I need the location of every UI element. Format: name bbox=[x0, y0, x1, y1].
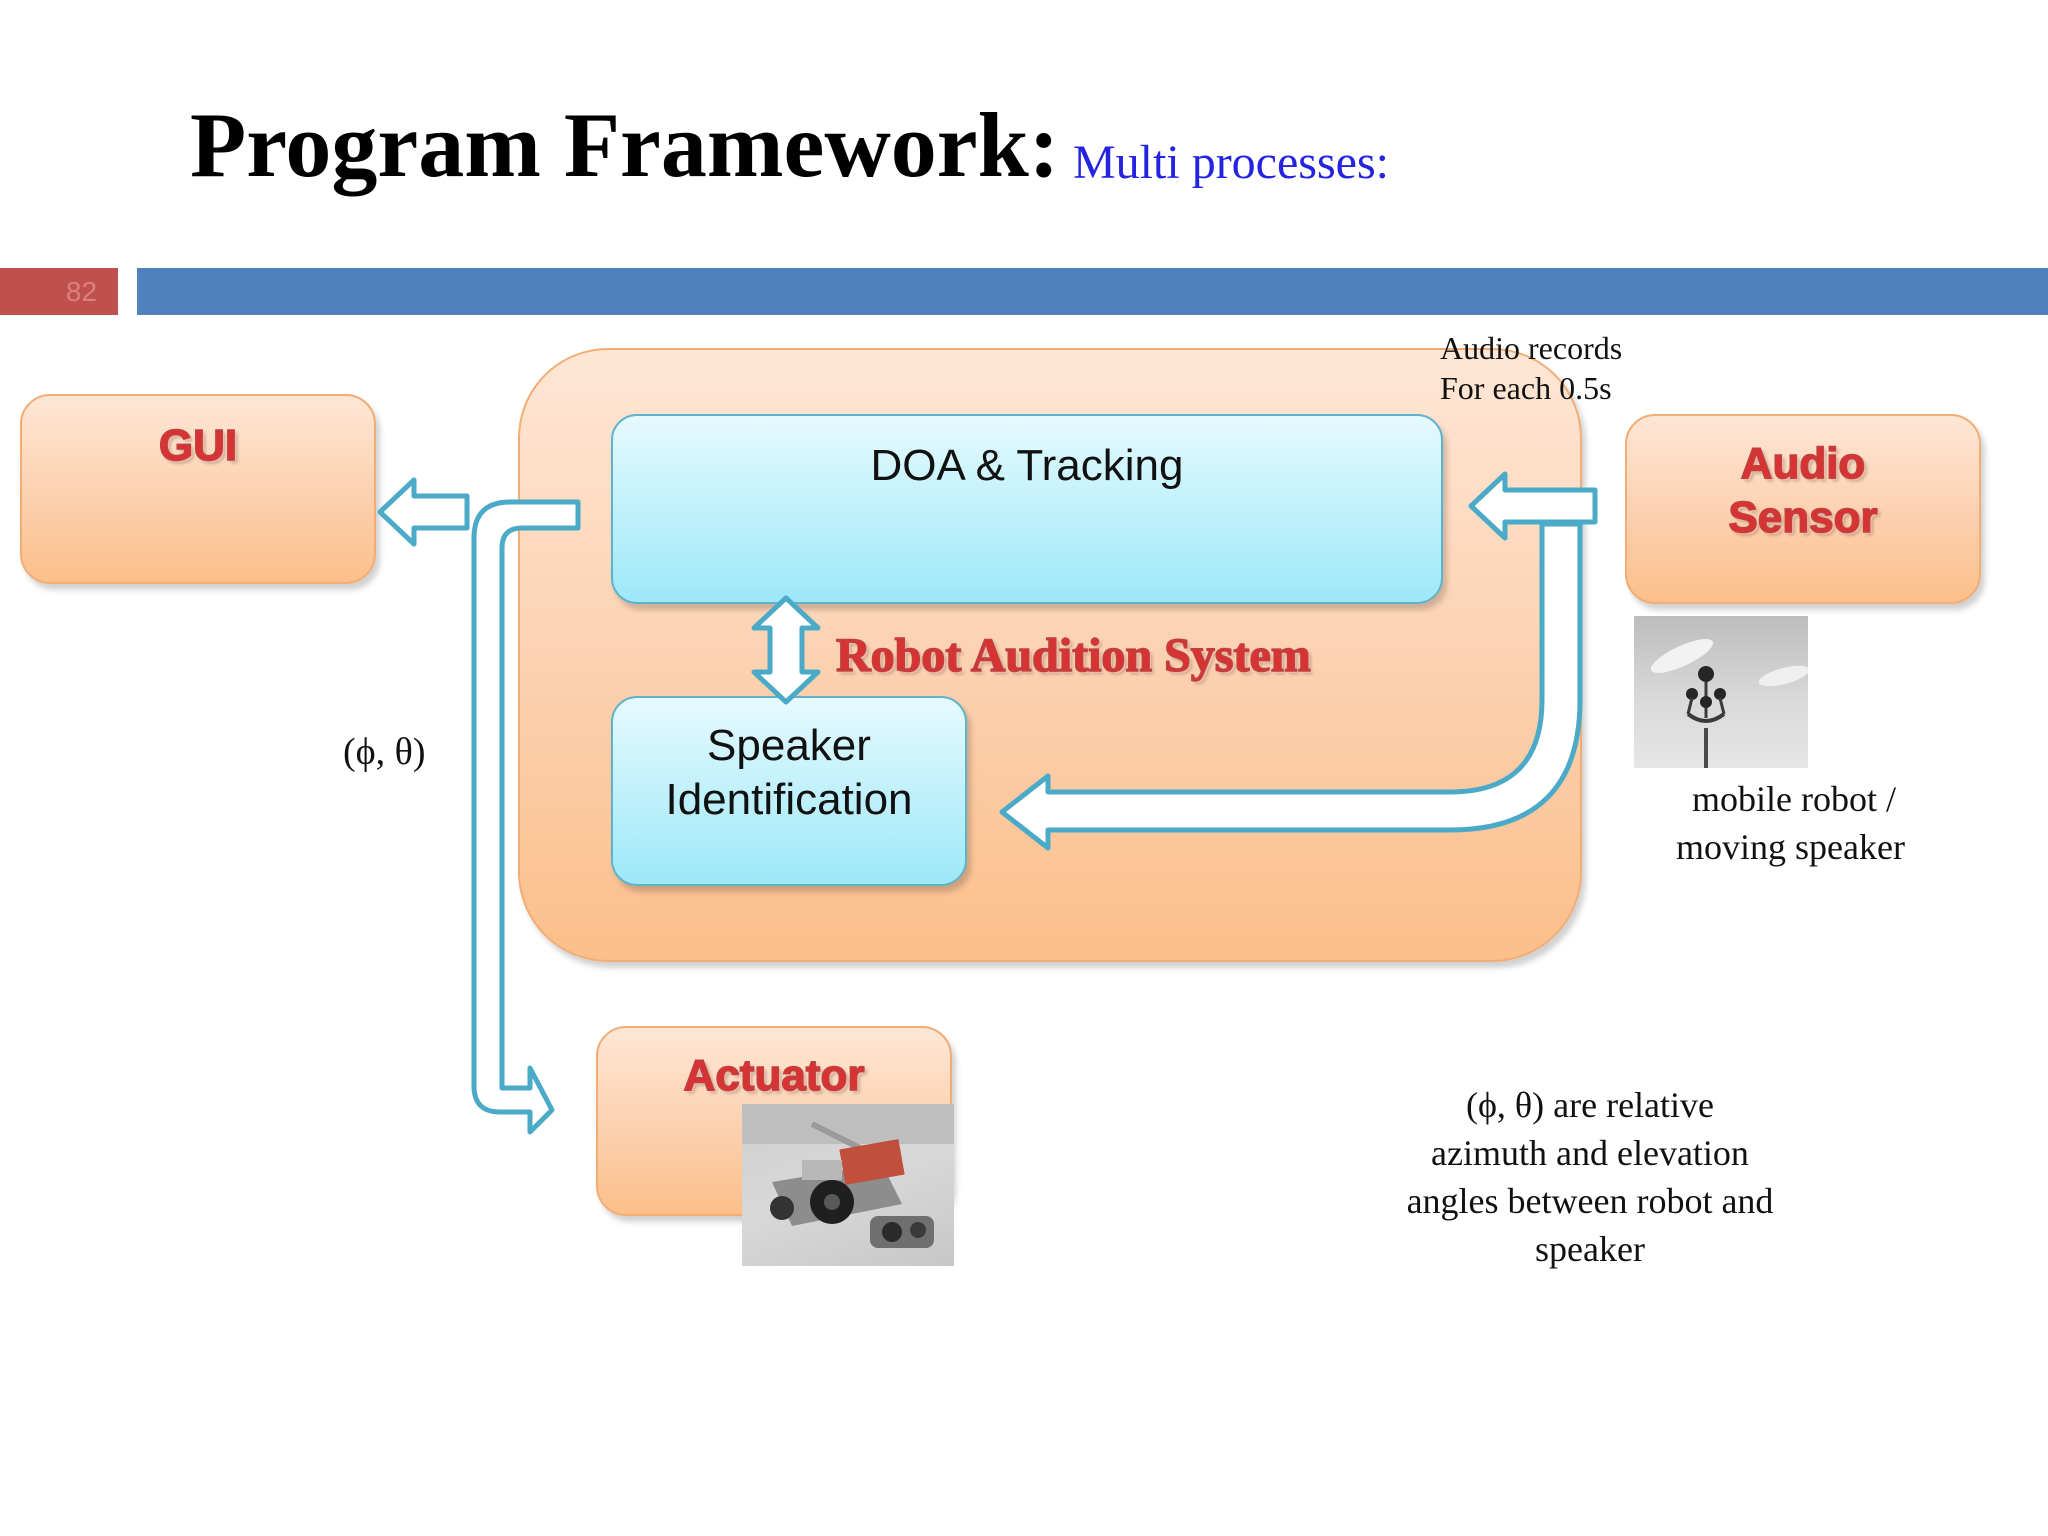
angle-label: (ϕ, θ) bbox=[343, 731, 426, 773]
doa-tracking-label: DOA & Tracking bbox=[870, 441, 1184, 490]
slide-number-box bbox=[0, 268, 118, 315]
audio-sensor-label-line2: Sensor bbox=[1728, 492, 1879, 543]
audio-records-note-line1: Audio records bbox=[1440, 330, 1623, 366]
actuator-label: Actuator bbox=[683, 1050, 865, 1101]
doa-tracking-box: DOA & Tracking bbox=[611, 414, 1443, 604]
angle-note-line4: speaker bbox=[1535, 1229, 1645, 1269]
mobile-robot-caption-line1: mobile robot / bbox=[1692, 779, 1896, 819]
speaker-identification-label-line1: Speaker bbox=[707, 721, 871, 770]
angle-note-line1: (ϕ, θ) are relative bbox=[1465, 1085, 1715, 1125]
slide-number: 82 bbox=[65, 276, 98, 307]
arrow-audio-to-speaker-id bbox=[999, 521, 1583, 851]
audio-records-note-line2: For each 0.5s bbox=[1440, 370, 1612, 406]
title-bar bbox=[137, 268, 2048, 315]
slide-title: Program Framework: bbox=[190, 94, 1060, 196]
arrow-doa-speaker-bidirectional bbox=[751, 595, 821, 705]
mobile-robot-caption-line2: moving speaker bbox=[1676, 827, 1905, 867]
arrow-to-gui bbox=[377, 477, 470, 547]
robot-car-photo bbox=[742, 1104, 954, 1266]
speaker-identification-label-line2: Identification bbox=[665, 775, 913, 824]
microphone-array-photo bbox=[1634, 616, 1808, 768]
robot-audition-system-label: Robot Audition System bbox=[835, 628, 1311, 683]
speaker-identification-box: Speaker Identification bbox=[611, 696, 967, 886]
gui-box: GUI bbox=[20, 394, 376, 584]
slide-subtitle: Multi processes: bbox=[1073, 136, 1389, 189]
audio-sensor-box: Audio Sensor bbox=[1625, 414, 1981, 604]
audio-sensor-label-line1: Audio bbox=[1740, 438, 1866, 489]
angle-note-line3: angles between robot and bbox=[1406, 1181, 1774, 1221]
gui-label: GUI bbox=[158, 420, 238, 471]
arrow-doa-to-actuator bbox=[471, 499, 581, 1135]
angle-note-line2: azimuth and elevation bbox=[1431, 1133, 1749, 1173]
